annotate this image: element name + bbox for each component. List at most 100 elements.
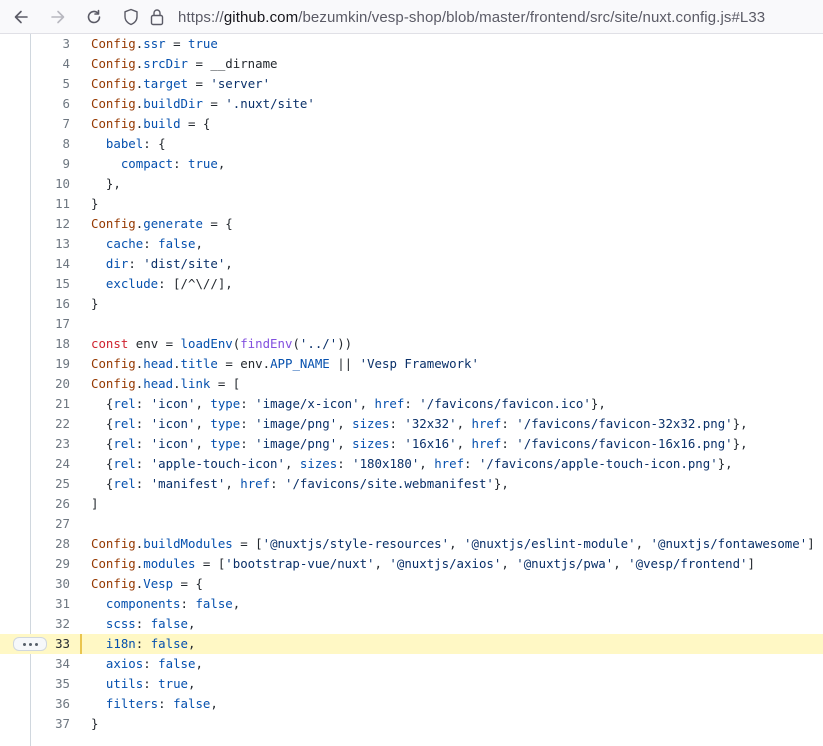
line-number[interactable]: 11 <box>55 196 70 211</box>
code-text: {rel: 'icon', type: 'image/png', sizes: … <box>91 414 748 434</box>
code-token: Config <box>91 536 136 551</box>
line-number[interactable]: 16 <box>55 296 70 311</box>
code-token: 'image/png' <box>255 416 338 431</box>
code-token: compact <box>120 156 174 171</box>
code-line: 27 <box>0 514 823 534</box>
code-token: : <box>464 456 479 471</box>
code-token: , <box>337 416 353 431</box>
code-line: 23 {rel: 'icon', type: 'image/png', size… <box>0 434 823 454</box>
line-number[interactable]: 6 <box>62 96 70 111</box>
code-token: target <box>143 76 188 91</box>
line-number[interactable]: 30 <box>55 576 70 591</box>
code-token: Config <box>91 576 136 591</box>
code-line: 21 {rel: 'icon', type: 'image/x-icon', h… <box>0 394 823 414</box>
line-number[interactable]: 32 <box>55 616 70 631</box>
code-text: Config.target = 'server' <box>91 74 270 94</box>
code-token <box>91 236 106 251</box>
code-token: = [ <box>195 556 226 571</box>
code-token: : <box>173 156 188 171</box>
code-token: = __dirname <box>188 56 278 71</box>
code-line: 34 axios: false, <box>0 654 823 674</box>
code-token: , <box>284 456 300 471</box>
line-number[interactable]: 22 <box>55 416 70 431</box>
code-token: : <box>128 256 144 271</box>
code-token: : <box>135 396 151 411</box>
reload-button[interactable] <box>82 5 106 29</box>
line-number[interactable]: 21 <box>55 396 70 411</box>
line-number[interactable]: 17 <box>55 316 70 331</box>
code-line: 17 <box>0 314 823 334</box>
code-token: . <box>173 376 181 391</box>
code-token: = { <box>202 216 233 231</box>
code-text: const env = loadEnv(findEnv('../')) <box>91 334 352 354</box>
line-number[interactable]: 15 <box>55 276 70 291</box>
line-number[interactable]: 35 <box>55 676 70 691</box>
line-number[interactable]: 20 <box>55 376 70 391</box>
line-number[interactable]: 29 <box>55 556 70 571</box>
code-token: : <box>143 676 159 691</box>
line-number[interactable]: 25 <box>55 476 70 491</box>
line-number[interactable]: 36 <box>55 696 70 711</box>
shield-icon <box>124 8 138 26</box>
code-token: '@nuxtjs/pwa' <box>516 556 614 571</box>
line-number[interactable]: 4 <box>62 56 70 71</box>
line-options-button[interactable] <box>13 637 47 651</box>
code-token: '.nuxt/site' <box>225 96 315 111</box>
line-number[interactable]: 14 <box>55 256 70 271</box>
address-bar[interactable]: https://github.com/bezumkin/vesp-shop/bl… <box>112 3 823 31</box>
line-number[interactable]: 28 <box>55 536 70 551</box>
line-number[interactable]: 34 <box>55 656 70 671</box>
line-number[interactable]: 5 <box>62 76 70 91</box>
code-token <box>91 276 106 291</box>
line-number[interactable]: 27 <box>55 516 70 531</box>
code-token: head <box>143 356 174 371</box>
line-number[interactable]: 26 <box>55 496 70 511</box>
code-token: build <box>143 116 181 131</box>
line-number[interactable]: 31 <box>55 596 70 611</box>
code-token: , <box>635 536 651 551</box>
code-token: 'image/x-icon' <box>255 396 360 411</box>
code-token: head <box>143 376 174 391</box>
code-token: '/favicons/favicon-16x16.png' <box>516 436 733 451</box>
line-number[interactable]: 3 <box>62 36 70 51</box>
code-token: '/favicons/favicon-32x32.png' <box>516 416 733 431</box>
line-number[interactable]: 12 <box>55 216 70 231</box>
code-token: . <box>173 356 181 371</box>
line-number[interactable]: 13 <box>55 236 70 251</box>
line-number[interactable]: 24 <box>55 456 70 471</box>
code-token <box>91 156 121 171</box>
code-token: false <box>195 596 233 611</box>
code-token: : <box>501 416 517 431</box>
code-token: = env. <box>217 356 271 371</box>
line-number[interactable]: 10 <box>55 176 70 191</box>
forward-button[interactable] <box>46 5 70 29</box>
line-number[interactable]: 8 <box>62 136 70 151</box>
code-line: 9 compact: true, <box>0 154 823 174</box>
line-number[interactable]: 23 <box>55 436 70 451</box>
url-text[interactable]: https://github.com/bezumkin/vesp-shop/bl… <box>178 9 765 26</box>
code-token: , <box>195 436 211 451</box>
code-text: Config.buildDir = '.nuxt/site' <box>91 94 315 114</box>
code-token: . <box>135 96 144 111</box>
line-number[interactable]: 7 <box>62 116 70 131</box>
code-token: , <box>456 416 472 431</box>
code-token: : <box>135 616 151 631</box>
line-number[interactable]: 33 <box>55 636 70 651</box>
line-number[interactable]: 19 <box>55 356 70 371</box>
line-number[interactable]: 37 <box>55 716 70 731</box>
code-line: 33 i18n: false, <box>0 634 823 654</box>
code-token: , <box>449 536 465 551</box>
line-number[interactable]: 18 <box>55 336 70 351</box>
code-token: . <box>135 76 144 91</box>
code-token: '32x32' <box>404 416 457 431</box>
code-token: Config <box>91 376 136 391</box>
back-button[interactable] <box>9 5 33 29</box>
code-text: utils: true, <box>91 674 196 694</box>
code-token: = { <box>173 576 203 591</box>
code-token: , <box>195 656 203 671</box>
code-token: : <box>135 436 151 451</box>
line-number[interactable]: 9 <box>62 156 70 171</box>
url-prefix: https:// <box>178 8 224 26</box>
code-token: '/favicons/site.webmanifest' <box>285 476 494 491</box>
